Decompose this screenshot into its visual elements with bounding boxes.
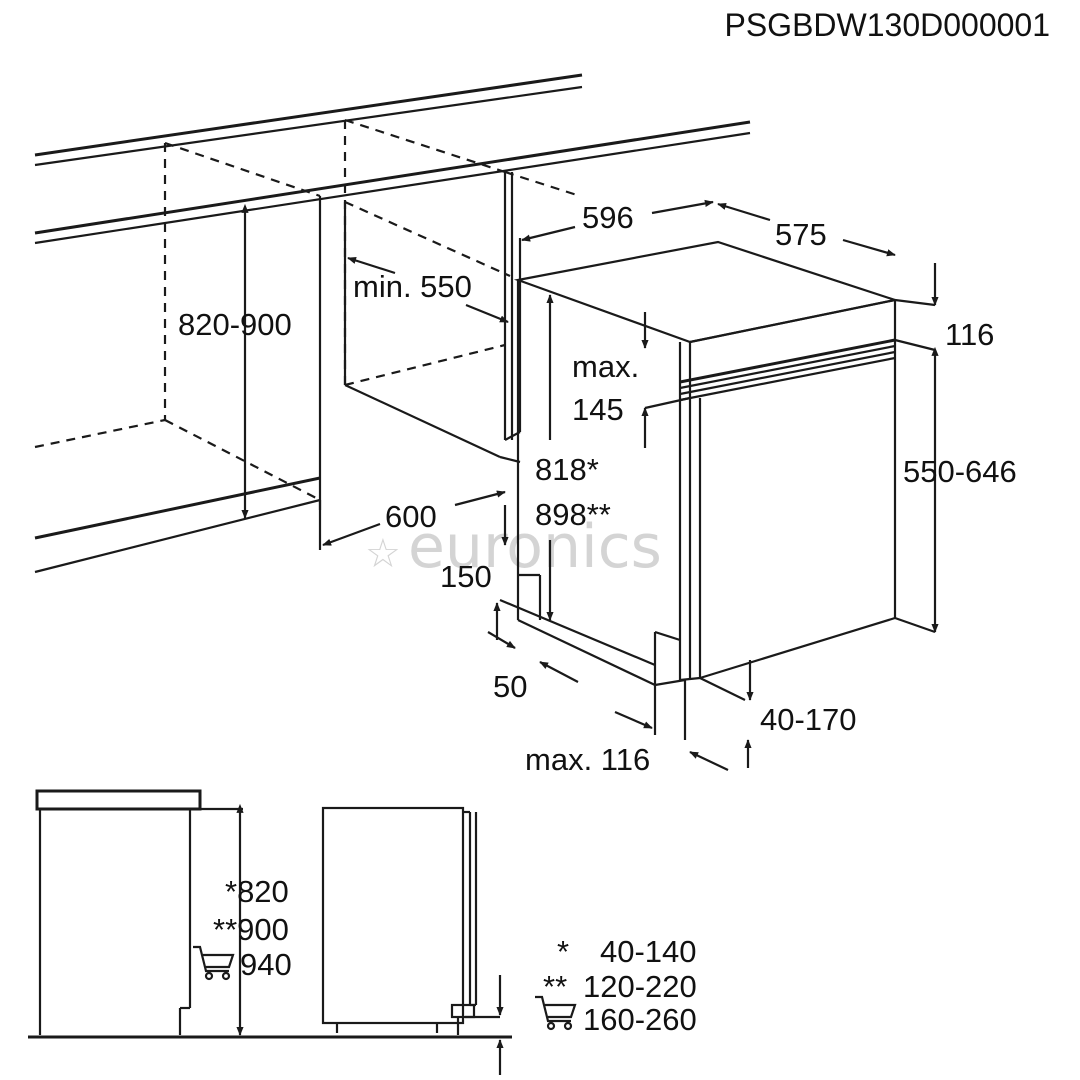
label-50: 50: [493, 669, 527, 704]
label-niche-height: 820-900: [178, 307, 292, 342]
label-40-170: 40-170: [760, 702, 857, 737]
dishwasher-body: [499, 240, 936, 740]
label-range-mark-2: **: [543, 969, 567, 1004]
label-height-898: 898**: [535, 497, 611, 532]
product-code: PSGBDW130D000001: [724, 7, 1050, 43]
watermark-text: euronics: [408, 512, 662, 582]
label-max: max.: [572, 349, 639, 384]
shopping-cart-icon: [535, 995, 577, 1031]
niche-outline: [34, 118, 581, 574]
label-max-116: max. 116: [525, 742, 650, 777]
label-top-116: 116: [945, 317, 994, 352]
label-width: 596: [582, 200, 634, 235]
label-145: 145: [572, 392, 624, 427]
side-view-left: [35, 789, 244, 1036]
label-depth: 575: [775, 217, 827, 252]
label-820: *820: [225, 874, 289, 909]
watermark: ☆ euronics: [365, 512, 662, 582]
watermark-star-icon: ☆: [365, 531, 401, 577]
label-range-mark-1: *: [557, 934, 569, 969]
label-150: 150: [440, 559, 492, 594]
label-range-1: 40-140: [600, 934, 697, 969]
label-door-height: 550-646: [903, 454, 1017, 489]
shopping-cart-icon: [193, 945, 235, 981]
countertop: [34, 73, 751, 245]
label-range-2: 120-220: [583, 969, 697, 1004]
side-view-right: [321, 806, 504, 1075]
label-height-818: 818*: [535, 452, 599, 487]
label-min-depth: min. 550: [353, 269, 472, 304]
label-940: 940: [240, 947, 292, 982]
dimension-arrows: [241, 199, 939, 771]
label-niche-width: 600: [385, 499, 437, 534]
label-range-3: 160-260: [583, 1002, 697, 1037]
label-900: **900: [213, 912, 289, 947]
